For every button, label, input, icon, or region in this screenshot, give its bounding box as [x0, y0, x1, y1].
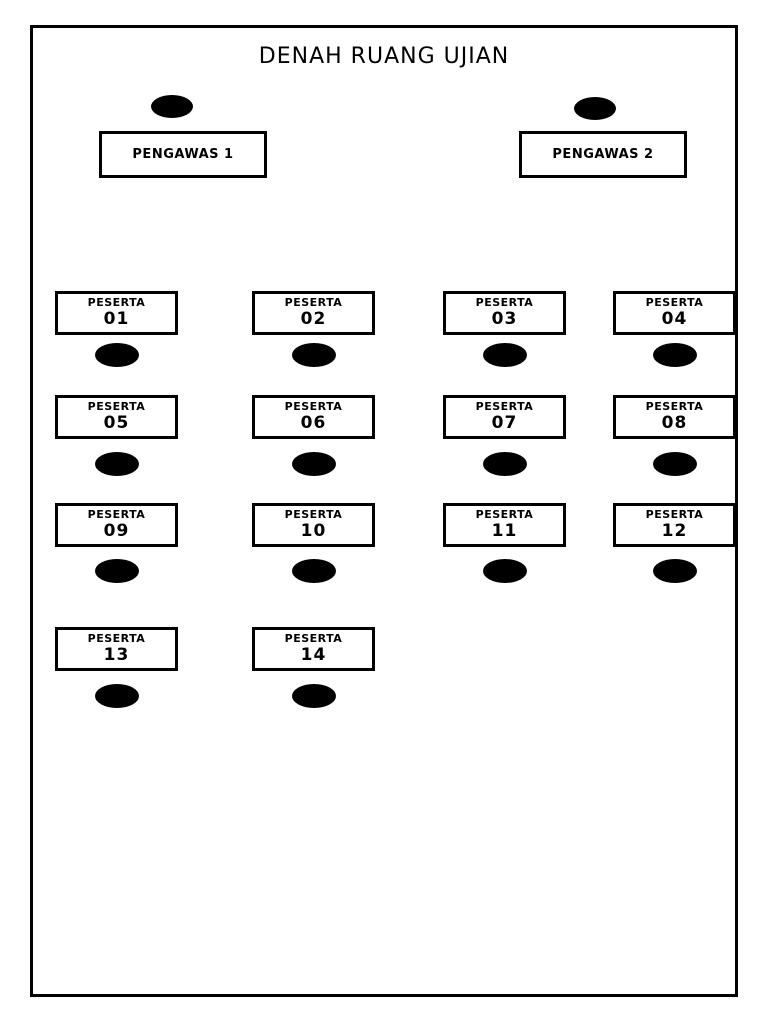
participant-desk-08: PESERTA 08	[613, 395, 736, 476]
desk-number: 13	[103, 644, 130, 665]
chair-icon	[574, 97, 616, 120]
desk-box: PESERTA 05	[55, 395, 178, 439]
desk-number: 07	[491, 412, 518, 433]
desk-box: PESERTA 10	[252, 503, 375, 547]
page-title: DENAH RUANG UJIAN	[258, 44, 510, 69]
chair-icon	[151, 95, 193, 118]
desk-number: 09	[103, 520, 130, 541]
desk-box: PESERTA 02	[252, 291, 375, 335]
desk-number: 08	[661, 412, 688, 433]
participant-desk-09: PESERTA 09	[55, 503, 178, 583]
participant-desk-04: PESERTA 04	[613, 291, 736, 367]
desk-label: PESERTA	[475, 399, 534, 413]
desk-number: 04	[661, 308, 688, 329]
supervisor-desk-2: PENGAWAS 2	[519, 97, 687, 178]
desk-number: 12	[661, 520, 688, 541]
supervisor-label: PENGAWAS 1	[132, 147, 234, 162]
participant-desk-11: PESERTA 11	[443, 503, 566, 583]
desk-number: 01	[103, 308, 130, 329]
desk-label: PESERTA	[87, 399, 146, 413]
desk-number: 06	[300, 412, 327, 433]
participant-desk-05: PESERTA 05	[55, 395, 178, 476]
supervisor-desk-1: PENGAWAS 1	[99, 95, 267, 178]
chair-icon	[652, 559, 697, 583]
chair-icon	[94, 343, 139, 367]
chair-icon	[482, 452, 527, 476]
supervisor-desk-box: PENGAWAS 2	[519, 131, 687, 178]
desk-number: 14	[300, 644, 327, 665]
desk-box: PESERTA 13	[55, 627, 178, 671]
chair-icon	[291, 343, 336, 367]
participant-desk-10: PESERTA 10	[252, 503, 375, 583]
participant-desk-12: PESERTA 12	[613, 503, 736, 583]
desk-label: PESERTA	[645, 295, 704, 309]
supervisor-desk-box: PENGAWAS 1	[99, 131, 267, 178]
participant-desk-02: PESERTA 02	[252, 291, 375, 367]
desk-box: PESERTA 08	[613, 395, 736, 439]
desk-box: PESERTA 11	[443, 503, 566, 547]
desk-box: PESERTA 07	[443, 395, 566, 439]
desk-box: PESERTA 14	[252, 627, 375, 671]
desk-label: PESERTA	[284, 399, 343, 413]
chair-icon	[94, 452, 139, 476]
chair-icon	[94, 684, 139, 708]
desk-label: PESERTA	[475, 295, 534, 309]
desk-number: 02	[300, 308, 327, 329]
desk-label: PESERTA	[284, 631, 343, 645]
desk-number: 05	[103, 412, 130, 433]
desk-number: 11	[491, 520, 518, 541]
participant-desk-01: PESERTA 01	[55, 291, 178, 367]
chair-icon	[291, 452, 336, 476]
participant-desk-03: PESERTA 03	[443, 291, 566, 367]
chair-icon	[291, 684, 336, 708]
participant-desk-07: PESERTA 07	[443, 395, 566, 476]
participant-desk-13: PESERTA 13	[55, 627, 178, 708]
chair-icon	[652, 452, 697, 476]
desk-label: PESERTA	[284, 507, 343, 521]
desk-label: PESERTA	[87, 295, 146, 309]
chair-icon	[652, 343, 697, 367]
chair-icon	[482, 559, 527, 583]
desk-label: PESERTA	[87, 507, 146, 521]
desk-box: PESERTA 03	[443, 291, 566, 335]
desk-box: PESERTA 04	[613, 291, 736, 335]
supervisor-label: PENGAWAS 2	[552, 147, 654, 162]
desk-box: PESERTA 01	[55, 291, 178, 335]
desk-label: PESERTA	[87, 631, 146, 645]
chair-icon	[291, 559, 336, 583]
desk-label: PESERTA	[645, 399, 704, 413]
chair-icon	[482, 343, 527, 367]
chair-icon	[94, 559, 139, 583]
desk-box: PESERTA 12	[613, 503, 736, 547]
desk-number: 03	[491, 308, 518, 329]
participant-desk-14: PESERTA 14	[252, 627, 375, 708]
desk-label: PESERTA	[475, 507, 534, 521]
desk-label: PESERTA	[284, 295, 343, 309]
desk-number: 10	[300, 520, 327, 541]
desk-box: PESERTA 09	[55, 503, 178, 547]
participant-desk-06: PESERTA 06	[252, 395, 375, 476]
desk-box: PESERTA 06	[252, 395, 375, 439]
desk-label: PESERTA	[645, 507, 704, 521]
